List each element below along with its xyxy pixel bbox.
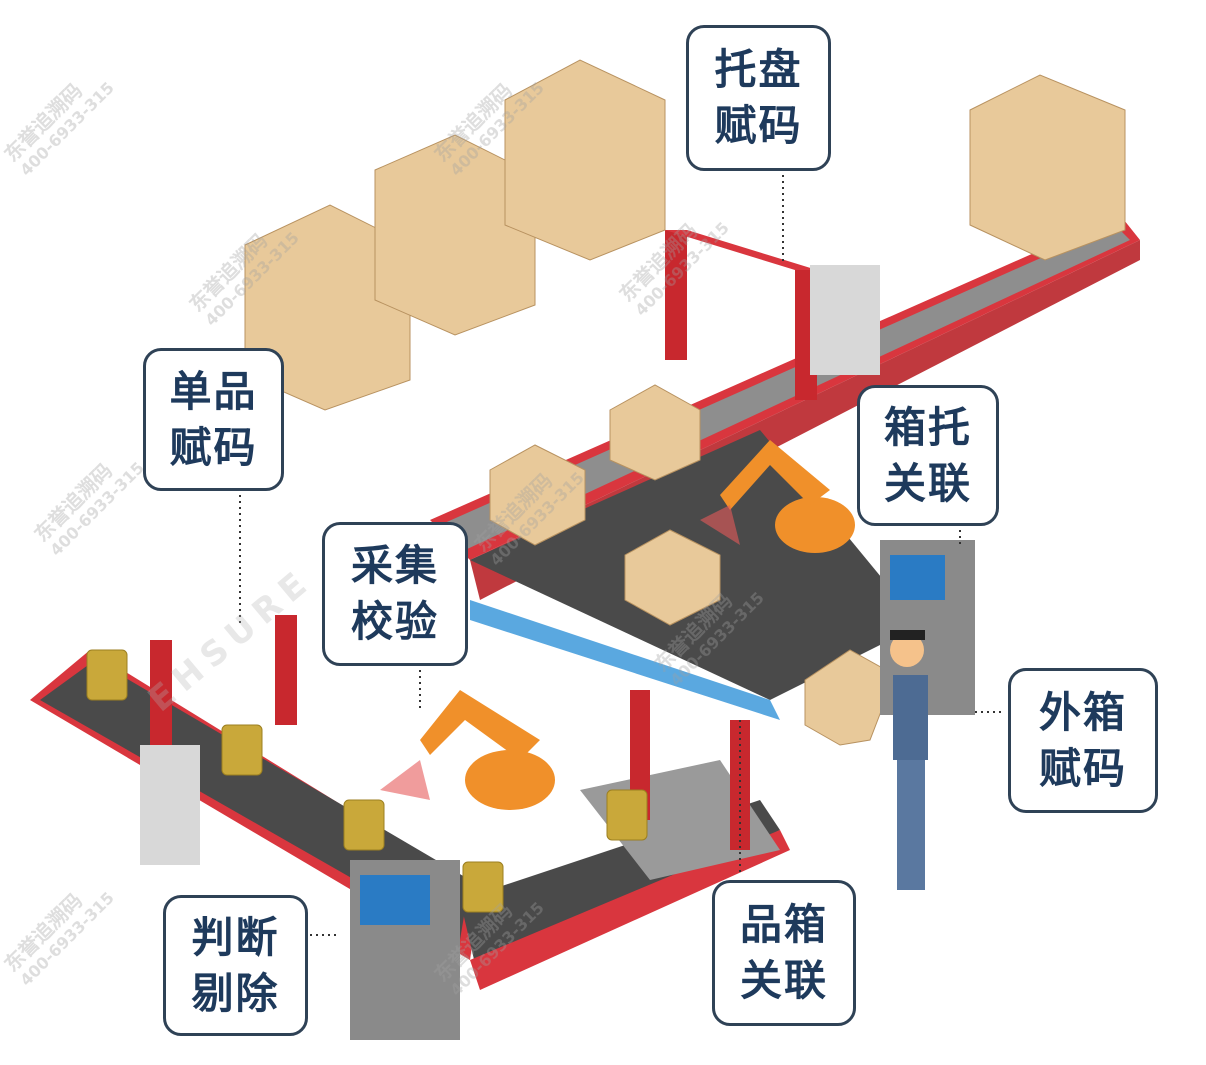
callout-connectors xyxy=(239,175,1005,936)
callout-line: 赋码 xyxy=(169,422,258,472)
callout-judge-reject: 判断 剔除 xyxy=(163,895,308,1036)
callout-line: 剔除 xyxy=(191,968,280,1018)
scanner-gates xyxy=(140,230,880,865)
cans xyxy=(86,649,648,913)
callout-line: 外箱 xyxy=(1038,687,1127,737)
callout-line: 判断 xyxy=(191,912,280,962)
worker xyxy=(890,630,928,890)
callout-capture-verify: 采集 校验 xyxy=(322,522,468,666)
callout-carton-coding: 外箱 赋码 xyxy=(1008,668,1158,813)
callout-item-coding: 单品 赋码 xyxy=(143,348,284,491)
cartons xyxy=(489,384,896,746)
callout-line: 采集 xyxy=(350,541,439,590)
callout-line: 关联 xyxy=(739,956,828,1005)
robot-arms xyxy=(380,440,855,810)
pallets xyxy=(244,59,1126,411)
callout-line: 品箱 xyxy=(739,900,828,949)
callout-pallet-coding: 托盘 赋码 xyxy=(686,25,831,171)
callout-item-box-link: 品箱 关联 xyxy=(712,880,856,1026)
callout-box-pallet-link: 箱托 关联 xyxy=(857,385,999,526)
callout-line: 赋码 xyxy=(1038,743,1127,793)
callout-line: 单品 xyxy=(169,366,258,416)
callout-line: 托盘 xyxy=(714,45,803,94)
callout-line: 关联 xyxy=(883,458,972,508)
callout-line: 箱托 xyxy=(883,402,972,452)
callout-line: 校验 xyxy=(350,597,439,646)
callout-line: 赋码 xyxy=(714,101,803,150)
